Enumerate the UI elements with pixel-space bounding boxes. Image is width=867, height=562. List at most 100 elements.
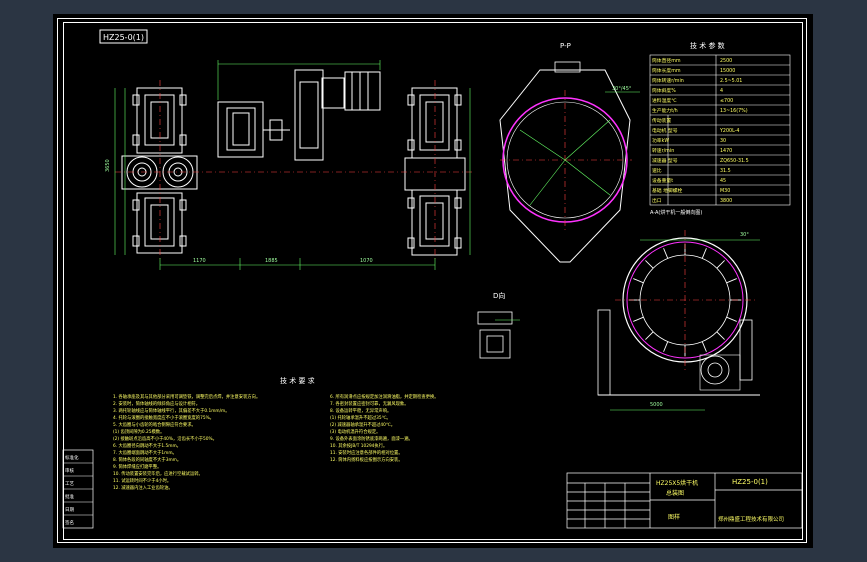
tech-req-line: 7. 大齿圈端面跳动不大于1mm。 <box>113 449 177 456</box>
tech-param-key: 进料温度℃ <box>652 97 677 104</box>
tech-param-key: 生产能力t/h <box>652 107 678 114</box>
tech-params-rows: 筒体直径mm 2500 筒体长度mm 15000 筒体转速r/min 2.5~5.01 筒体… <box>650 57 790 204</box>
lifting-flight <box>633 278 644 284</box>
tech-req-line: 8. 设备运转平稳，无异常声响。 <box>330 407 391 414</box>
tech-req-line: 12. 筒体内扬料板应按图示方向安装。 <box>330 456 403 463</box>
tech-req-line: 11. 安装时应注意各部件的相对位置。 <box>330 449 403 456</box>
lifting-flight <box>663 341 669 352</box>
tech-param-value: 4 <box>720 88 723 94</box>
stamp-label: 审核 <box>65 467 74 474</box>
tech-params-title-group: 技 术 参 数 <box>690 41 725 50</box>
tech-param-value: M30 <box>720 188 730 194</box>
tech-req-line: (3) 电动机温升符合规定。 <box>330 428 380 435</box>
tech-req-line: 6. 所有润滑点应按规定加注润滑油脂，并定期检查更换。 <box>330 393 439 400</box>
view-d <box>477 311 520 359</box>
dim-plan-3: 1070 <box>360 258 373 264</box>
tech-params-table <box>649 54 791 206</box>
tech-param-key: 减速器 型号 <box>652 157 678 164</box>
stamp-label: 标准化 <box>65 454 79 461</box>
lifting-flight <box>726 316 737 322</box>
tech-param-value: 31.5 <box>720 168 731 174</box>
tech-req-line: (2) 接触斑点沿齿高不小于40%，沿齿长不小于50%。 <box>113 435 217 442</box>
tech-param-key: 筒体直径mm <box>652 57 681 64</box>
tech-req-line: 12. 减速器内注入工业齿轮油。 <box>113 484 173 491</box>
section-aa <box>597 230 760 411</box>
title-block <box>566 472 803 529</box>
aa-dim-label: 5000 <box>650 402 663 408</box>
stamp-label: 工艺 <box>65 481 74 487</box>
plan-centerlines <box>115 80 475 262</box>
top-code: HZ25-0(1) <box>103 33 144 42</box>
tech-req-line: 9. 筒体焊缝应打磨平整。 <box>113 463 161 470</box>
tech-param-key: 基础 地脚螺栓 <box>652 187 683 194</box>
lifting-flight <box>716 260 725 269</box>
tech-param-key: 速比 <box>652 167 662 174</box>
tech-param-key: 转速r/min <box>652 147 674 154</box>
section-pp-title: P-P <box>560 42 571 50</box>
tech-params-title: 技 术 参 数 <box>690 41 725 50</box>
stamp-label: 批准 <box>65 493 74 500</box>
tech-param-key: 筒体斜度% <box>652 87 676 94</box>
stamp-label: 签名 <box>65 519 74 526</box>
tech-req-line: 7. 各密封装置应密封可靠，无漏风现象。 <box>330 400 409 407</box>
tech-param-value: ≤700 <box>720 98 733 104</box>
tech-param-key: 筒体转速r/min <box>652 77 684 84</box>
title-stage: 图样 <box>668 513 680 521</box>
lifting-flight <box>716 331 725 340</box>
lifting-flight <box>663 248 669 259</box>
tech-req-line: 1. 各轴承座及其与其他部分采用可调垫铁，调整完后点焊，并注意安装方向。 <box>113 393 260 400</box>
tech-param-value: 15000 <box>720 68 735 74</box>
tech-param-value: ZQ650-31.5 <box>720 158 749 164</box>
tech-param-key: 出口 <box>652 197 662 204</box>
tech-param-key: 功率kW <box>652 137 669 144</box>
tech-param-value: 13~16(7%) <box>720 108 748 114</box>
aa-angle-label: 30° <box>740 232 749 238</box>
dim-plan-4: 3650 <box>105 159 111 172</box>
tech-req-title: 技 术 要 求 <box>280 376 315 385</box>
lifting-flight <box>645 260 654 269</box>
tech-req-line: 6. 大齿圈径向跳动不大于1.5mm。 <box>113 442 181 449</box>
tech-req-line: 9. 设备外表面涂防锈底漆两遍，面漆一遍。 <box>330 435 413 442</box>
lifting-flight <box>701 341 707 352</box>
tech-req-line: 4. 托轮与滚圈的接触宽度应不小于滚圈宽度的75%。 <box>113 414 214 421</box>
lifting-flight <box>701 248 707 259</box>
title-name: HZ25X5烘干机 <box>656 479 698 487</box>
section-pp <box>499 61 640 263</box>
dim-plan-1: 1170 <box>193 258 206 264</box>
dim-plan-2: 1885 <box>265 258 278 264</box>
tech-req-left: 1. 各轴承座及其与其他部分采用可调垫铁，调整完后点焊，并注意安装方向。2. 安… <box>113 393 260 491</box>
title-company: 郑州鼎盛工程技术有限公司 <box>718 515 784 523</box>
tech-param-key: 传动装置 <box>652 117 671 124</box>
stamp-label: 日期 <box>65 507 74 513</box>
tech-req-line: (1) 托轮轴承温升不超过35℃。 <box>330 414 391 421</box>
title-sub: 总装图 <box>666 489 684 497</box>
tech-req-line: 10. 其余按JB/T 10294执行。 <box>330 442 387 449</box>
tech-param-value: Y200L-4 <box>719 128 739 134</box>
tech-req-line: 3. 两托轮轴线应与筒体轴线平行，其偏差不大于0.1mm/m。 <box>113 407 230 414</box>
lifting-flight <box>633 316 644 322</box>
tech-req-line: (1) 齿顶间隙为0.25模数。 <box>113 428 164 435</box>
tech-param-key: 电动机 型号 <box>652 127 678 134</box>
tech-req-right: 6. 所有润滑点应按规定加注润滑油脂，并定期检查更换。7. 各密封装置应密封可靠… <box>330 393 439 463</box>
tech-param-value: 2500 <box>720 58 732 64</box>
plan-view <box>121 69 466 256</box>
tech-param-value: 3800 <box>720 198 732 204</box>
view-d-title: D向 <box>493 291 505 300</box>
pp-dim-label: 30°/45° <box>612 86 632 92</box>
lifting-flight <box>645 331 654 340</box>
tech-param-value: 45 <box>720 178 726 184</box>
tech-param-value: 1470 <box>720 148 732 154</box>
tech-param-key: 设备重量t <box>652 177 673 184</box>
tech-param-value: 30 <box>720 138 726 144</box>
sheet-inner-border <box>63 22 803 540</box>
note-aa: A-A(烘干机一般倒向图) <box>650 209 702 216</box>
tech-req-line: 2. 安装时，筒体轴线的倾斜角应与设计相符。 <box>113 400 200 407</box>
section-pp-label: P-P <box>560 42 571 50</box>
lifting-flight <box>726 278 737 284</box>
top-code-box: HZ25-0(1) <box>99 29 148 44</box>
tech-req-line: 10. 传动装置安装完毕后，应进行空载试运转。 <box>113 470 203 477</box>
tech-param-key: 筒体长度mm <box>652 67 681 74</box>
tech-param-value: 2.5~5.01 <box>720 78 742 84</box>
